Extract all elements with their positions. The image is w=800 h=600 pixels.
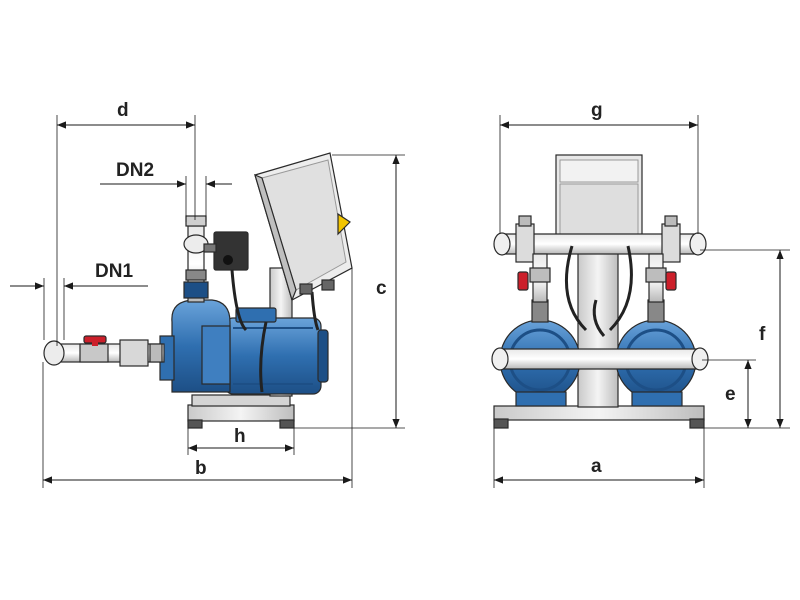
front-valve-right xyxy=(665,271,677,291)
front-control-panel xyxy=(555,154,643,246)
side-pump-head xyxy=(159,299,231,393)
front-riser-right xyxy=(645,253,677,303)
side-cable-2 xyxy=(259,321,268,393)
side-motor xyxy=(224,307,329,395)
label-h: h xyxy=(234,426,246,447)
label-a: a xyxy=(591,456,602,477)
front-center-column xyxy=(577,234,619,408)
front-base-frame xyxy=(493,405,705,429)
front-view xyxy=(491,154,709,429)
side-cable-3 xyxy=(310,291,320,331)
label-g: g xyxy=(591,100,603,121)
front-cable-center xyxy=(592,299,606,337)
front-cable-right xyxy=(608,245,633,332)
side-suction-pipe xyxy=(43,335,165,367)
label-f: f xyxy=(759,324,766,345)
label-e: e xyxy=(725,384,736,405)
dimension-lines xyxy=(10,115,790,488)
warning-knob xyxy=(337,212,351,236)
label-b: b xyxy=(195,458,207,479)
front-suction-manifold xyxy=(491,347,709,371)
side-view xyxy=(43,152,353,429)
label-dn1: DN1 xyxy=(95,261,133,282)
dimension-labels: d DN2 DN1 c h b g f e a xyxy=(95,100,766,479)
side-control-panel xyxy=(254,152,353,302)
side-discharge-pipe xyxy=(183,215,209,303)
label-dn2: DN2 xyxy=(116,160,154,181)
front-discharge-manifold xyxy=(493,215,707,263)
label-d: d xyxy=(117,100,129,121)
side-base-frame xyxy=(187,394,295,429)
label-c: c xyxy=(376,278,387,299)
side-cable-1 xyxy=(230,269,248,332)
side-pressure-switch xyxy=(203,231,249,271)
front-riser-left xyxy=(517,253,551,303)
front-valve-left xyxy=(517,271,529,291)
front-cable-left xyxy=(565,245,588,332)
